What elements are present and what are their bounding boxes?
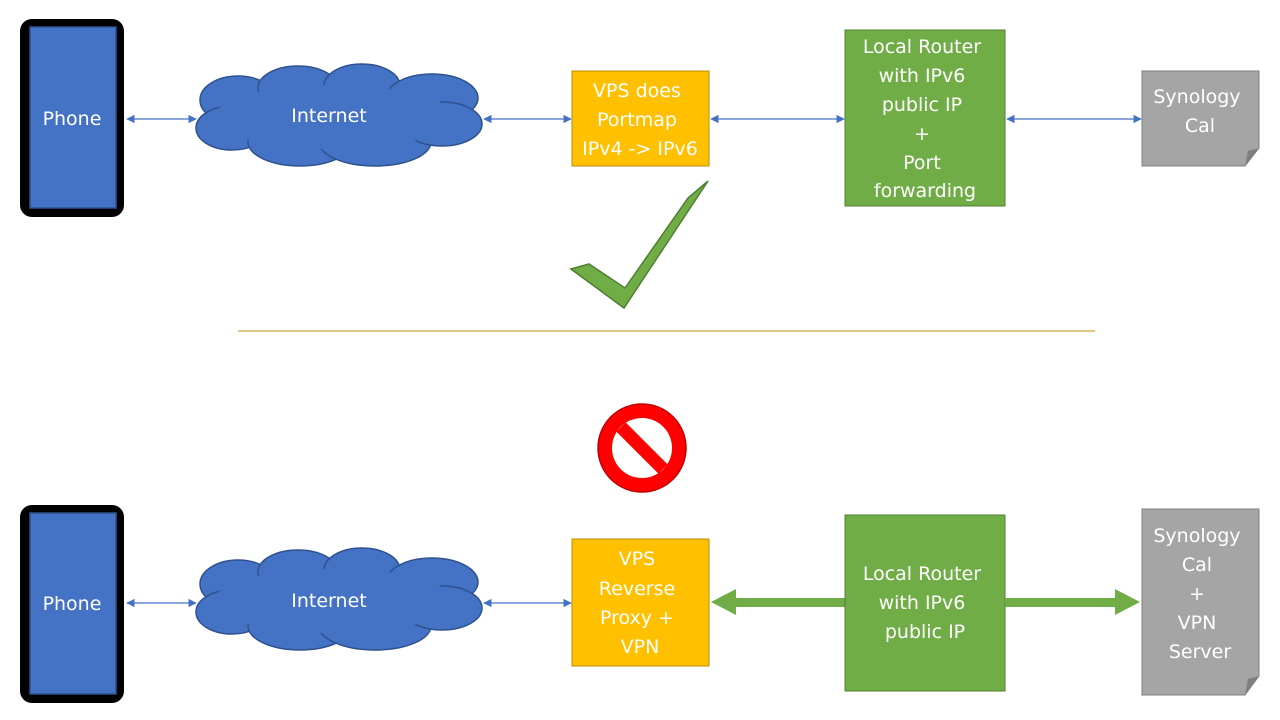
router-rect	[844, 514, 1006, 692]
bottom-synology-doc: Synology Cal + VPN Server	[1141, 508, 1260, 696]
checkmark-icon	[569, 180, 709, 310]
bottom-vps-label: VPS Reverse Proxy + VPN	[599, 548, 681, 658]
top-synology-doc: Synology Cal	[1141, 70, 1260, 167]
top-phone-label: Phone	[43, 108, 102, 130]
bottom-router-box: Local Router with IPv6 public IP	[844, 514, 1006, 692]
top-vps-box: VPS does Portmap IPv4 -> IPv6	[571, 70, 710, 167]
top-phone: Phone	[20, 19, 124, 217]
phone-screen	[29, 26, 117, 209]
phone-screen	[29, 512, 117, 695]
router-rect	[844, 29, 1006, 207]
bottom-internet-label: Internet	[291, 590, 366, 612]
top-vps-label: VPS does Portmap IPv4 -> IPv6	[582, 80, 698, 160]
bottom-thick-arrow-to-synology	[1005, 589, 1140, 615]
top-row: Phone Internet VPS does	[20, 19, 1260, 217]
bottom-synology-label: Synology Cal + VPN Server	[1153, 525, 1246, 663]
document-fold	[1245, 148, 1259, 166]
top-synology-label: Synology Cal	[1153, 86, 1246, 137]
bottom-vps-box: VPS Reverse Proxy + VPN	[571, 538, 710, 667]
top-internet-cloud: Internet	[195, 63, 483, 167]
vps-rect	[571, 70, 710, 167]
top-internet-label: Internet	[291, 105, 366, 127]
bottom-internet-cloud: Internet	[195, 547, 483, 651]
document-fold	[1245, 676, 1259, 695]
bottom-thick-arrow-to-vps	[711, 589, 845, 615]
top-router-box: Local Router with IPv6 public IP + Port …	[844, 29, 1006, 207]
top-router-label: Local Router with IPv6 public IP + Port …	[863, 36, 987, 202]
prohibited-icon	[597, 403, 687, 493]
bottom-row: Phone Internet VPS Reverse	[20, 505, 1260, 703]
vps-rect	[571, 538, 710, 667]
bottom-phone: Phone	[20, 505, 124, 703]
bottom-router-label: Local Router with IPv6 public IP	[863, 563, 987, 643]
bottom-phone-label: Phone	[43, 593, 102, 615]
